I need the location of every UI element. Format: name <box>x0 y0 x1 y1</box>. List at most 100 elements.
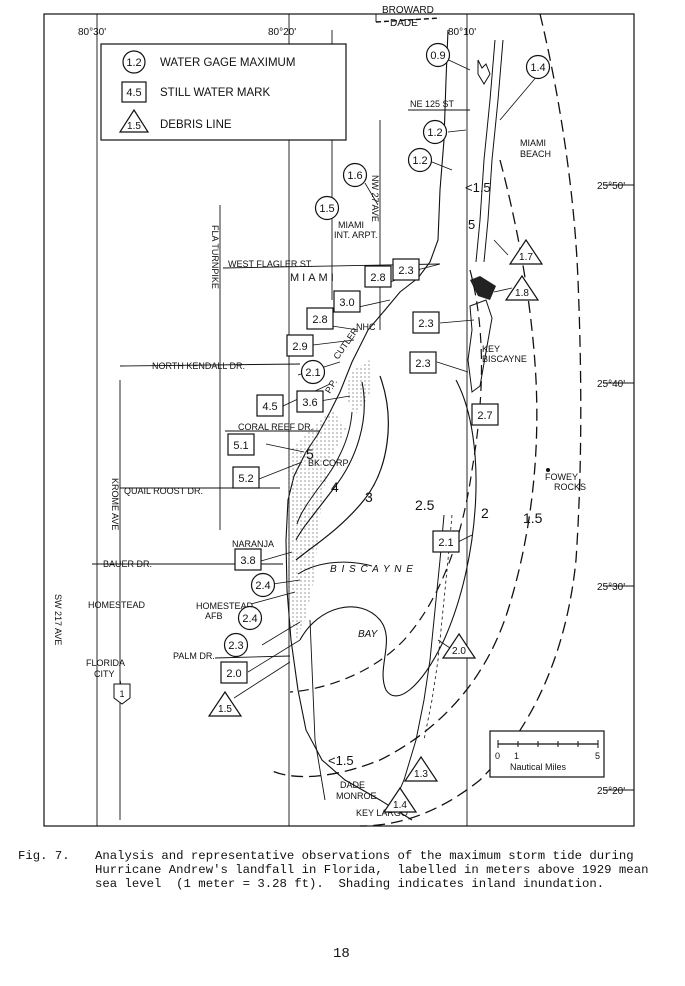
gage-marker <box>250 572 276 598</box>
miami-airport-label: INT. ARPT. <box>334 230 378 240</box>
still-water-markers: 2.3 2.8 3.0 2.8 2.9 2.3 2.3 2.7 4.5 3.6 … <box>220 258 499 684</box>
still-water-value: 2.3 <box>415 358 430 370</box>
still-water-marker <box>392 258 420 281</box>
still-water-marker <box>409 351 437 374</box>
debris-marker <box>207 690 243 717</box>
virginia-key <box>470 276 496 300</box>
miami-beach-label: MIAMI <box>520 138 546 148</box>
debris-marker <box>403 755 439 782</box>
fla-turnpike-label: FLA TURNPIKE <box>210 225 220 289</box>
miami-beach-island-east <box>483 39 504 263</box>
legend-triangle-label: DEBRIS LINE <box>160 119 232 131</box>
krome-ave-label: KROME AVE <box>110 478 120 530</box>
gage-marker <box>422 119 448 145</box>
still-water-marker <box>227 433 255 456</box>
key-biscayne-island <box>467 299 493 393</box>
legend-circle-icon <box>122 50 146 74</box>
legend-triangle-sample: 1.5 <box>127 121 141 132</box>
ne-125-st-label: NE 125 ST <box>410 99 455 109</box>
gage-value: 2.3 <box>228 640 243 652</box>
debris-marker <box>504 274 540 301</box>
debris-marker <box>441 632 477 659</box>
lat-label-25-30: 25°30' <box>597 582 625 593</box>
gage-marker <box>237 605 263 631</box>
scale-tick-1: 1 <box>514 751 519 761</box>
north-kendall-label: NORTH KENDALL DR. <box>152 361 245 371</box>
figure-caption-text: Analysis and representative observations… <box>95 849 656 891</box>
gage-marker <box>425 42 451 68</box>
gage-marker <box>342 162 368 188</box>
still-water-marker <box>286 334 314 357</box>
lon-label-80-10: 80°10' <box>448 27 476 38</box>
lon-label-80-20: 80°20' <box>268 27 296 38</box>
place-labels: NE 125 ST MIAMI BEACH NW 27 AVE MIAMI IN… <box>53 99 586 818</box>
sw-217-ave-label: SW 217 AVE <box>53 594 63 645</box>
contour-label: 4 <box>331 479 339 495</box>
lat-label-25-40: 25°40' <box>597 379 625 390</box>
miami-beach-label: BEACH <box>520 149 551 159</box>
still-water-value: 2.3 <box>398 265 413 277</box>
still-water-value: 2.7 <box>477 410 492 422</box>
homestead-afb-label: HOMESTEAD <box>196 601 254 611</box>
legend-circle-label: WATER GAGE MAXIMUM <box>160 57 295 69</box>
still-water-marker <box>364 265 392 288</box>
gage-markers: 0.9 1.4 1.2 1.2 1.6 1.5 2.1 2.4 2.4 2.3 <box>223 42 551 658</box>
bk-corp-label: BK CORP. <box>308 458 350 468</box>
key-biscayne-label: KEY <box>482 344 500 354</box>
legend-square-icon <box>121 81 147 103</box>
graticule <box>96 14 634 826</box>
legend-triangle-icon <box>118 108 150 133</box>
route-number: 1 <box>119 689 124 699</box>
legend-square-sample: 4.5 <box>126 87 141 99</box>
still-water-value: 2.9 <box>292 341 307 353</box>
miami-beach-island <box>475 39 496 263</box>
gage-marker <box>525 54 551 80</box>
inundation-shading <box>286 410 346 640</box>
still-water-marker <box>220 661 248 684</box>
dade-bottom-label: DADE <box>340 780 365 790</box>
key-biscayne-label: BISCAYNE <box>482 354 527 364</box>
map-border <box>43 13 635 827</box>
nw-27-ave-label: NW 27 AVE <box>370 175 380 222</box>
leader-lines <box>120 54 539 699</box>
still-water-value: 3.6 <box>302 397 317 409</box>
county-line-dash <box>375 17 441 23</box>
still-water-value: 2.1 <box>438 537 453 549</box>
naranja-label: NARANJA <box>232 539 274 549</box>
miami-airport-label: MIAMI <box>338 220 364 230</box>
lat-label-25-20: 25°20' <box>597 786 625 797</box>
miami-label: MIAMI <box>290 272 337 284</box>
contour-label: 3 <box>365 489 373 505</box>
dade-label: DADE <box>390 18 418 29</box>
fowey-rocks-label: FOWEY <box>545 472 578 482</box>
still-water-value: 3.8 <box>240 555 255 567</box>
still-water-marker <box>333 290 361 313</box>
legend-square-label: STILL WATER MARK <box>160 87 270 99</box>
cutler-label: CUTLER <box>331 326 360 362</box>
gage-value: 1.2 <box>412 155 427 167</box>
still-water-value: 4.5 <box>262 401 277 413</box>
contour-label: 5 <box>306 446 314 462</box>
fowey-rocks-label: ROCKS <box>554 482 586 492</box>
island-outline <box>477 59 491 85</box>
gage-value: 1.6 <box>347 170 362 182</box>
legend: 1.2 WATER GAGE MAXIMUM 4.5 STILL WATER M… <box>100 43 347 141</box>
scale-tick-0: 0 <box>495 751 500 761</box>
scale-unit: Nautical Miles <box>510 762 567 772</box>
gage-marker <box>407 147 433 173</box>
us-route-shield-icon <box>113 683 131 705</box>
still-water-value: 2.0 <box>226 668 241 680</box>
debris-value: 1.7 <box>519 252 533 263</box>
still-water-value: 2.3 <box>418 318 433 330</box>
gage-value: 1.5 <box>319 203 334 215</box>
debris-value: 1.5 <box>218 704 232 715</box>
gage-marker <box>223 632 249 658</box>
bauer-label: BAUER DR. <box>103 559 152 569</box>
figure-label: Fig. 7. <box>18 849 70 863</box>
lat-label-25-50: 25°50' <box>597 181 625 192</box>
west-flagler-label: WEST FLAGLER ST. <box>228 259 313 269</box>
contour-label: <1.5 <box>328 753 354 768</box>
legend-circle-sample: 1.2 <box>126 57 141 69</box>
lon-label-80-30: 80°30' <box>78 27 106 38</box>
contour-label: <1.5 <box>465 180 491 195</box>
